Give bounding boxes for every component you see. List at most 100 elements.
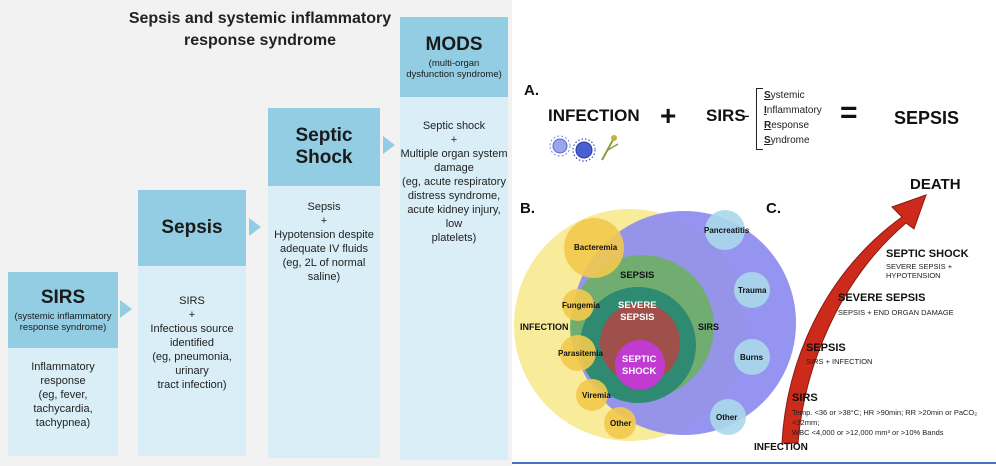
stages-title-line-1: Sepsis and systemic inflammatory bbox=[128, 10, 392, 27]
other-sirs-bubble bbox=[710, 399, 746, 435]
other-infection-label: Other bbox=[610, 419, 632, 428]
stage-mods-name: MODS bbox=[425, 34, 483, 55]
acronym-syndrome: Syndrome bbox=[764, 133, 822, 148]
acronym-initial: R bbox=[764, 120, 772, 131]
venn-sepsis-label: SEPSIS bbox=[620, 270, 655, 281]
stage-sepsis-line: + bbox=[188, 309, 196, 321]
stage-sirs-line: tachypnea) bbox=[35, 417, 91, 429]
viremia-label: Viremia bbox=[582, 391, 611, 400]
stage-sirs-line: response bbox=[40, 375, 86, 387]
panel-c-letter: C. bbox=[766, 200, 781, 217]
stage-shock-body: Sepsis + Hypotension despite adequate IV… bbox=[268, 186, 380, 458]
panel-a-infection: INFECTION bbox=[548, 106, 640, 125]
acronym-inflammatory: Inflammatory bbox=[764, 103, 822, 118]
step-septic-shock: SEPTIC SHOCK bbox=[886, 248, 969, 260]
arrow-sirs-to-sepsis bbox=[120, 300, 132, 318]
acronym-rest: nflammatory bbox=[766, 105, 822, 116]
step-sirs-desc: Temp. <36 or >38°C; HR >90min; RR >20min… bbox=[792, 408, 996, 438]
sirs-acronym: Systemic Inflammatory Response Syndrome bbox=[764, 88, 822, 148]
stage-sepsis-line: identified bbox=[169, 337, 215, 349]
stage-sirs-name: SIRS bbox=[40, 287, 86, 308]
severe-line: SEVERE bbox=[618, 300, 657, 311]
pancreatitis-bubble bbox=[705, 210, 745, 250]
sirs-criteria-line: WBC <4,000 or >12,000 mm³ or >10% Bands bbox=[792, 428, 944, 437]
sepsis-venn-diagram bbox=[514, 209, 796, 441]
step-sepsis: SEPSIS bbox=[806, 342, 846, 354]
trauma-label: Trauma bbox=[738, 286, 767, 295]
stage-mods-header: MODS (multi-organ dysfunction syndrome) bbox=[400, 17, 508, 97]
stage-sirs-subtitle: (systemic inflammatory response syndrome… bbox=[14, 311, 112, 333]
stages-title: Sepsis and systemic inflammatory respons… bbox=[110, 8, 410, 52]
stage-sepsis-line: tract infection) bbox=[157, 379, 227, 391]
burns-bubble bbox=[734, 339, 770, 375]
other-infection-bubble bbox=[604, 407, 636, 439]
other-sirs-label: Other bbox=[716, 413, 738, 422]
viremia-bubble bbox=[576, 379, 608, 411]
stage-shock-line: Sepsis bbox=[307, 201, 341, 213]
acronym-initial: S bbox=[764, 135, 771, 146]
stage-mods-line: (eg, acute respiratory bbox=[402, 176, 506, 188]
stage-sepsis-name: Sepsis bbox=[161, 217, 223, 238]
progression-arrow bbox=[781, 194, 927, 444]
venn-infection-label: INFECTION bbox=[520, 322, 569, 332]
stage-septic-shock: Septic Shock Sepsis + Hypotension despit… bbox=[268, 108, 380, 458]
acronym-initial: S bbox=[764, 90, 771, 101]
acronym-rest: yndrome bbox=[770, 135, 810, 146]
bottom-divider-line bbox=[512, 462, 996, 464]
sirs-criteria-line: Temp. <36 or >38°C; HR >90min; RR >20min… bbox=[792, 408, 978, 427]
severe-line: SEPSIS bbox=[620, 312, 655, 323]
stage-shock-line: + bbox=[320, 215, 328, 227]
acronym-systemic: Systemic bbox=[764, 88, 822, 103]
acronym-initial: I bbox=[764, 105, 767, 116]
red-arrow-shape bbox=[781, 194, 927, 444]
acronym-rest: esponse bbox=[771, 120, 810, 131]
acronym-rest: ystemic bbox=[770, 90, 805, 101]
panel-a-sirs: SIRS bbox=[706, 106, 746, 125]
stage-sepsis-header: Sepsis bbox=[138, 190, 246, 266]
stage-mods-line: Septic shock bbox=[422, 120, 486, 132]
step-severe-sepsis: SEVERE SEPSIS bbox=[838, 292, 926, 304]
arrow-shock-to-mods bbox=[383, 136, 395, 154]
panel-c-death: DEATH bbox=[910, 176, 961, 193]
panel-a-plus: + bbox=[660, 100, 677, 131]
stage-mods-line: distress syndrome, bbox=[407, 190, 501, 202]
virus-icon bbox=[549, 135, 571, 157]
step-severe-sepsis-desc: SEPSIS + END ORGAN DAMAGE bbox=[838, 308, 954, 317]
parasitemia-label: Parasitemia bbox=[558, 349, 603, 358]
panel-a-letter: A. bbox=[524, 82, 539, 99]
stage-shock-line: saline) bbox=[307, 271, 341, 283]
stage-sepsis-line: SIRS bbox=[179, 295, 205, 307]
stage-sirs-body: Inflammatory response (eg, fever, tachyc… bbox=[8, 348, 118, 456]
acronym-bracket bbox=[756, 88, 763, 150]
stage-mods: MODS (multi-organ dysfunction syndrome) … bbox=[400, 17, 508, 460]
venn-sirs-label: SIRS bbox=[698, 322, 720, 332]
stages-title-line-2: response syndrome bbox=[183, 32, 337, 49]
sepsis-definition-panel: A. INFECTION + SIRS - Systemic Inflammat… bbox=[512, 0, 996, 466]
stage-sepsis: Sepsis SIRS + Infectious source identifi… bbox=[138, 190, 246, 456]
bacteremia-bubble bbox=[564, 218, 624, 278]
stage-mods-body: Septic shock + Multiple organ system dam… bbox=[400, 97, 508, 460]
venn-severe-sepsis-label: SEVERE SEPSIS bbox=[618, 300, 657, 324]
stage-mods-line: Multiple organ system bbox=[400, 148, 508, 160]
fungemia-bubble bbox=[562, 289, 594, 321]
stage-shock-line: adequate IV fluids bbox=[279, 243, 369, 255]
stage-sepsis-line: (eg, pneumonia, urinary bbox=[152, 351, 232, 377]
burns-label: Burns bbox=[740, 353, 764, 362]
stage-sirs-line: (eg, fever, tachycardia, bbox=[33, 389, 93, 415]
sepsis-stages-panel: Sepsis and systemic inflammatory respons… bbox=[0, 0, 512, 466]
stage-mods-subtitle: (multi-organ dysfunction syndrome) bbox=[406, 58, 502, 80]
step-sirs: SIRS bbox=[792, 392, 818, 404]
acronym-response: Response bbox=[764, 118, 822, 133]
stage-mods-line: acute kidney injury, low bbox=[407, 204, 501, 230]
bacteria-icon bbox=[572, 138, 596, 162]
parasitemia-bubble bbox=[560, 335, 596, 371]
step-septic-shock-desc: SEVERE SEPSIS + HYPOTENSION bbox=[886, 262, 953, 280]
stage-sepsis-body: SIRS + Infectious source identified (eg,… bbox=[138, 266, 246, 456]
fungus-icon bbox=[601, 135, 619, 161]
trauma-bubble bbox=[734, 272, 770, 308]
shock-line: SHOCK bbox=[622, 366, 657, 377]
stage-shock-line: Hypotension despite bbox=[274, 229, 374, 241]
stage-sirs-header: SIRS (systemic inflammatory response syn… bbox=[8, 272, 118, 348]
stage-sirs: SIRS (systemic inflammatory response syn… bbox=[8, 272, 118, 456]
panel-a-result: SEPSIS bbox=[894, 108, 960, 128]
